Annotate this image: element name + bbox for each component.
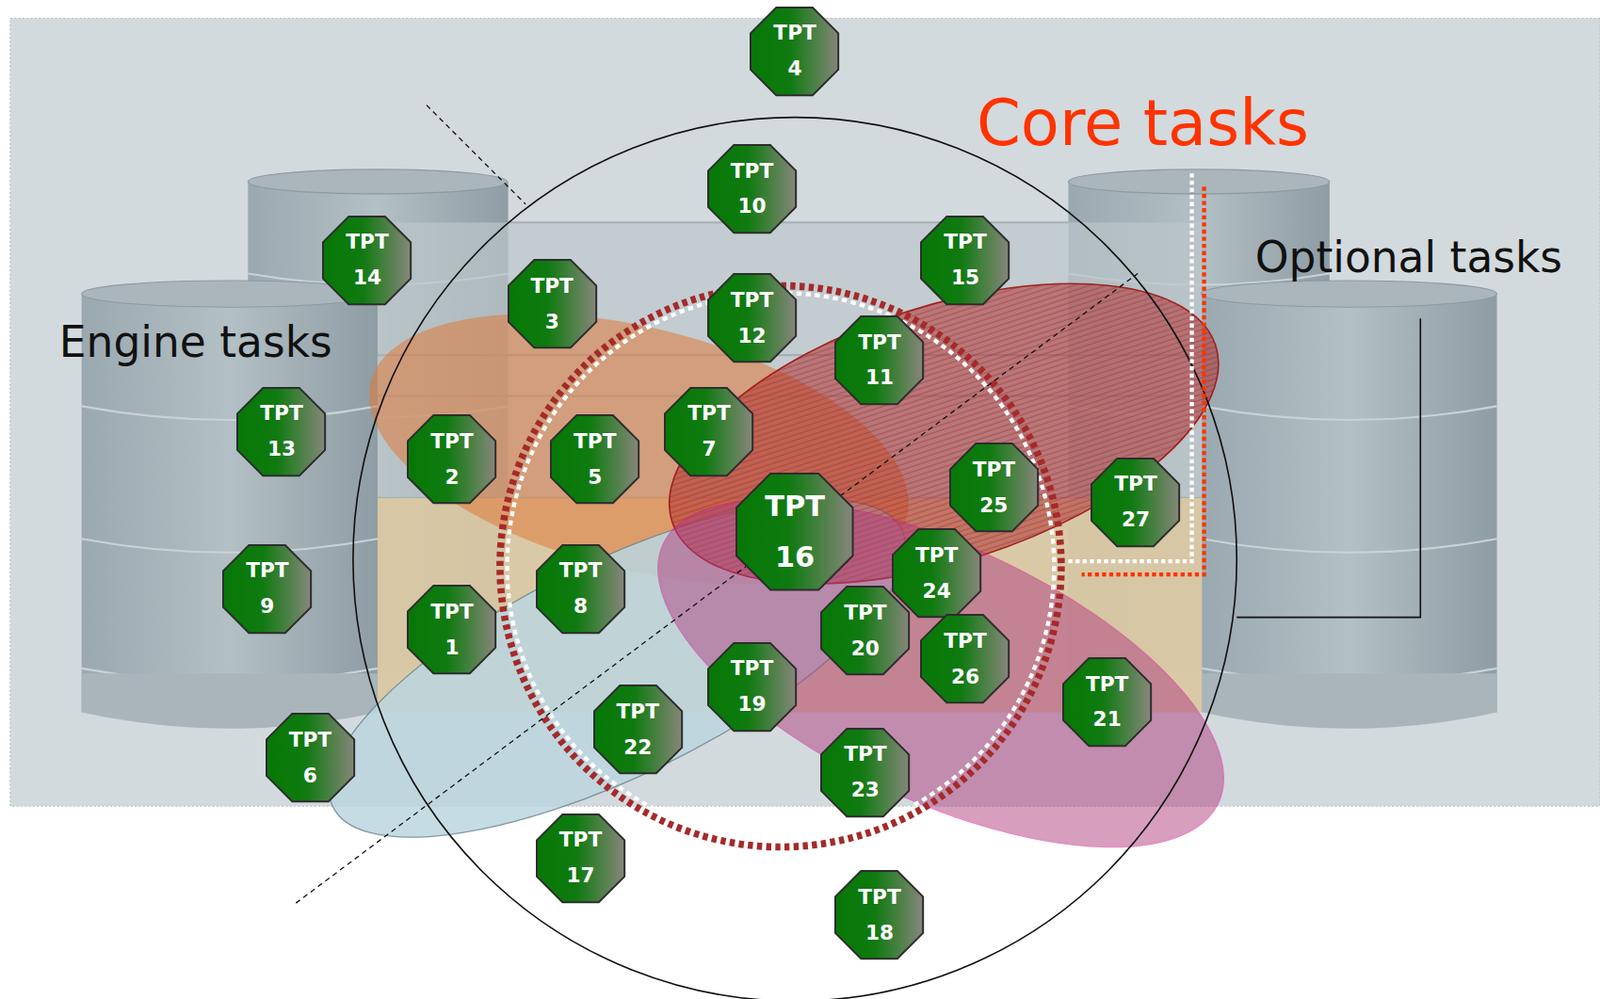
octagon-shape [821, 728, 909, 817]
octagon-shape [407, 585, 496, 674]
task-octagon: TPT 25 [950, 443, 1038, 532]
octagon-shape [223, 545, 311, 633]
task-label: TPT 8 [559, 552, 602, 625]
octagon-shape [892, 529, 981, 617]
octagon-shape [536, 545, 625, 633]
task-octagon: TPT 13 [237, 387, 325, 476]
engine-tasks-label: Engine tasks [59, 319, 333, 367]
core-circle-inner [507, 292, 1055, 841]
task-label: TPT 11 [857, 324, 901, 397]
task-octagon: TPT 7 [664, 387, 753, 476]
pink-ellipse [609, 428, 1273, 919]
task-label: TPT 23 [843, 736, 887, 809]
task-label: TPT 9 [245, 552, 289, 625]
task-octagon: TPT 16 [736, 473, 854, 591]
task-label: TPT 19 [730, 650, 774, 723]
task-octagon: TPT 3 [508, 259, 597, 348]
dashed-divider [295, 273, 1138, 904]
task-octagon: TPT 9 [223, 545, 311, 633]
task-octagon: TPT 23 [821, 728, 909, 817]
octagon-shape [708, 145, 796, 233]
task-octagon: TPT 24 [892, 529, 981, 617]
task-octagon: TPT 1 [407, 585, 496, 674]
core-bracket [1082, 186, 1205, 575]
optional-bracket [1236, 318, 1421, 618]
octagon-shape [407, 415, 496, 503]
task-label: TPT 14 [345, 224, 388, 296]
task-label: TPT 16 [764, 481, 825, 582]
octagon-shape [950, 443, 1038, 532]
octagon-shape [1091, 458, 1180, 547]
task-label: TPT 27 [1114, 466, 1157, 538]
task-octagon: TPT 8 [536, 545, 625, 633]
task-label: TPT 12 [730, 282, 774, 355]
task-label: TPT 1 [430, 594, 473, 666]
task-label: TPT 6 [289, 722, 332, 794]
task-octagon: TPT 22 [594, 685, 682, 774]
database-cylinder [1200, 280, 1497, 729]
octagon-shape [921, 614, 1009, 703]
task-label: TPT 17 [559, 822, 602, 894]
octagon-shape [266, 713, 355, 802]
task-octagon: TPT 27 [1091, 458, 1180, 547]
octagon-shape [664, 387, 753, 476]
task-label: TPT 5 [573, 423, 616, 496]
octagon-shape [750, 7, 839, 96]
optional-tasks-label: Optional tasks [1255, 234, 1563, 282]
octagon-shape [921, 216, 1009, 305]
core-tasks-label: Core tasks [976, 89, 1310, 160]
octagon-shape [508, 259, 597, 348]
task-label: TPT 7 [687, 395, 730, 468]
task-label: TPT 3 [530, 268, 573, 340]
octagon-shape [835, 871, 923, 959]
octagon-shape [835, 316, 923, 405]
task-octagon: TPT 17 [536, 814, 625, 903]
task-label: TPT 22 [615, 694, 659, 766]
task-octagon: TPT 4 [750, 7, 839, 96]
task-octagon: TPT 6 [266, 713, 355, 802]
octagon-shape [708, 274, 796, 362]
octagon-shape [237, 387, 325, 476]
task-label: TPT 4 [773, 15, 816, 87]
task-octagon: TPT 18 [835, 871, 923, 959]
task-label: TPT 15 [943, 224, 986, 296]
task-octagon: TPT 10 [708, 145, 796, 233]
task-label: TPT 21 [1085, 666, 1129, 739]
octagon-shape [550, 415, 639, 503]
task-octagon: TPT 20 [821, 586, 909, 675]
octagon-shape [821, 586, 909, 675]
task-label: TPT 25 [972, 452, 1016, 524]
task-label: TPT 10 [730, 153, 774, 226]
octagon-shape [323, 216, 411, 305]
task-octagon: TPT 26 [921, 614, 1009, 703]
octagon-shape [536, 814, 625, 903]
task-octagon: TPT 2 [407, 415, 496, 503]
outer-circle [353, 117, 1237, 999]
task-octagon: TPT 11 [835, 316, 923, 405]
core-bracket-white [1066, 173, 1192, 562]
octagon-shape [594, 685, 682, 774]
task-label: TPT 13 [259, 395, 303, 468]
task-octagon: TPT 19 [708, 643, 796, 731]
task-label: TPT 26 [943, 623, 986, 695]
task-label: TPT 24 [915, 537, 958, 610]
task-octagon: TPT 12 [708, 274, 796, 362]
core-circle [500, 285, 1062, 847]
task-label: TPT 18 [857, 879, 901, 952]
task-octagon: TPT 14 [323, 216, 411, 305]
task-label: TPT 2 [430, 423, 473, 496]
task-octagon: TPT 15 [921, 216, 1009, 305]
octagon-shape [1063, 658, 1151, 746]
dashed-divider [426, 105, 526, 205]
task-octagon: TPT 21 [1063, 658, 1151, 746]
octagon-shape [708, 643, 796, 731]
task-octagon: TPT 5 [550, 415, 639, 503]
task-label: TPT 20 [843, 595, 887, 667]
